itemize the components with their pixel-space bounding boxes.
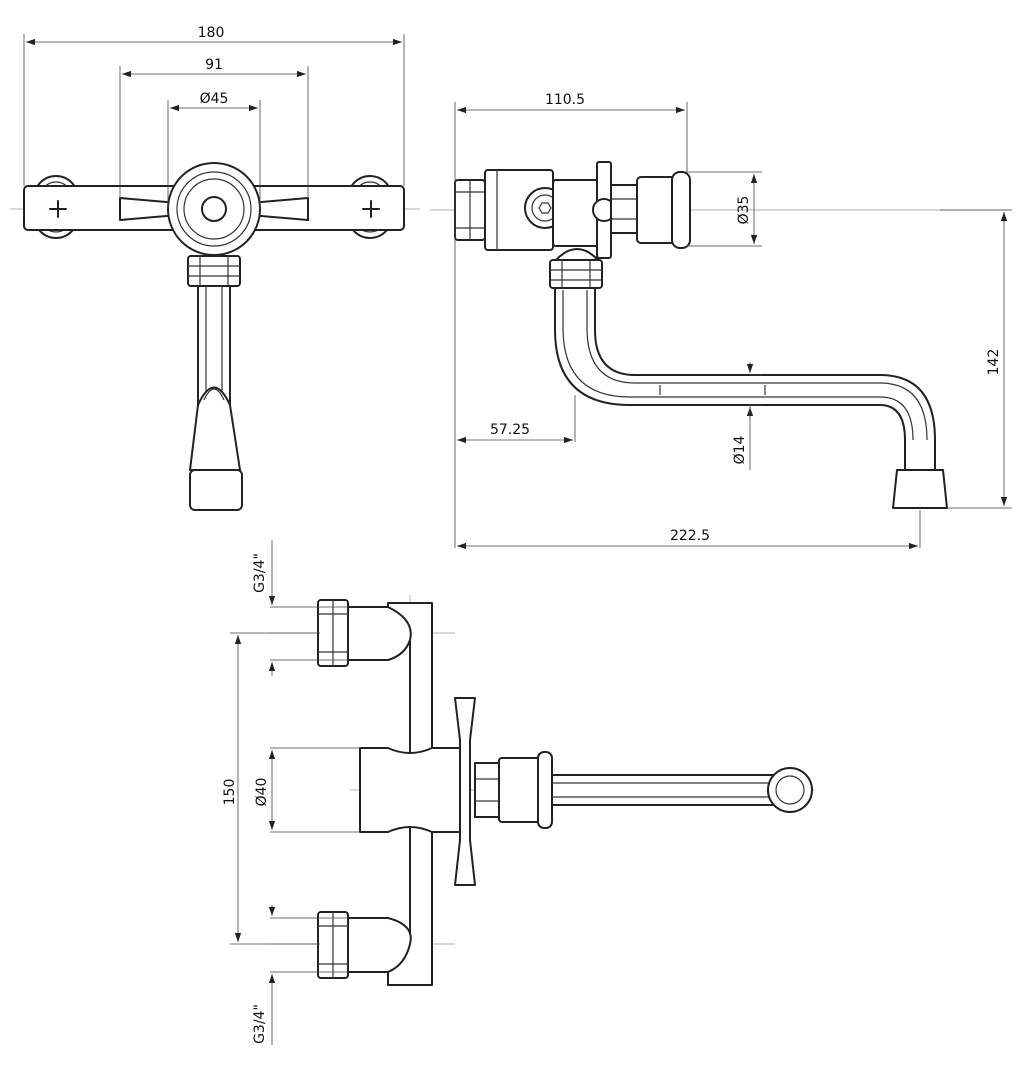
dim-diameter-14: Ø14 [732,435,748,464]
dim-110-5: 110.5 [545,92,585,108]
dim-91: 91 [205,57,223,73]
dim-57-25: 57.25 [490,422,530,438]
dim-222-5: 222.5 [670,528,710,544]
dim-diameter-40: Ø40 [254,778,270,807]
dim-diameter-35: Ø35 [736,196,752,225]
dim-180: 180 [198,25,225,41]
top-view: G3/4" G3/4" 150 Ø40 [222,540,815,1045]
front-view: 180 91 Ø45 [10,25,420,511]
dim-thread-top: G3/4" [252,553,268,593]
dim-150: 150 [222,779,238,806]
dim-142: 142 [986,349,1002,376]
dim-thread-bottom: G3/4" [252,1004,268,1044]
dim-diameter-45: Ø45 [200,91,229,107]
side-view: 110.5 Ø35 57.25 Ø14 142 222.5 [430,92,1012,550]
